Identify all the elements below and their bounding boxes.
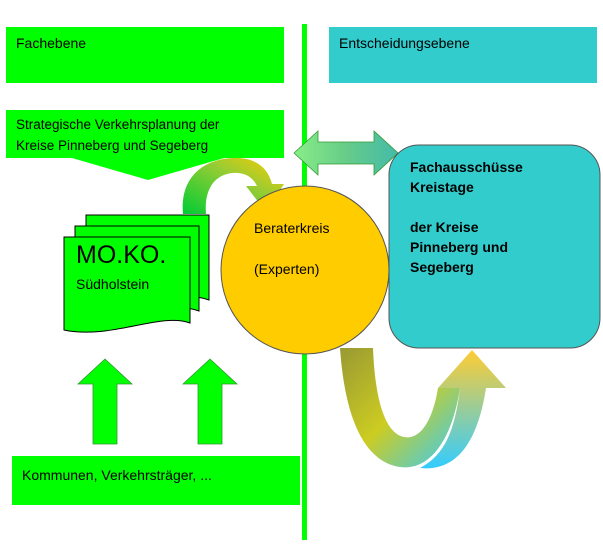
entscheidungsebene-box xyxy=(329,27,597,83)
strategische-planung-banner xyxy=(6,110,284,180)
up-arrow-left xyxy=(76,358,134,445)
strategische-planung-label: Strategische Verkehrsplanung der Kreise … xyxy=(16,117,220,153)
fachausschuesse-label: Fachausschüsse Kreistage der Kreise Pinn… xyxy=(410,159,523,275)
kommunen-label: Kommunen, Verkehrsträger, ... xyxy=(22,467,212,483)
fachausschuesse-box xyxy=(388,144,601,349)
u-arrow-body xyxy=(340,348,460,468)
beraterkreis-title: Beraterkreis xyxy=(254,220,330,236)
beraterkreis-subtitle: (Experten) xyxy=(254,261,320,277)
up-arrow-right xyxy=(181,358,239,445)
kommunen-box xyxy=(12,456,300,505)
fachebene-label: Fachebene xyxy=(16,35,87,51)
fachebene-box xyxy=(6,27,284,83)
entscheidungsebene-label: Entscheidungsebene xyxy=(339,35,470,51)
u-arrow-head xyxy=(420,350,506,469)
document-front xyxy=(63,236,191,333)
moko-title: MO.KO. xyxy=(76,241,167,269)
moko-subtitle: Südholstein xyxy=(76,276,150,292)
double-arrow xyxy=(293,130,399,176)
